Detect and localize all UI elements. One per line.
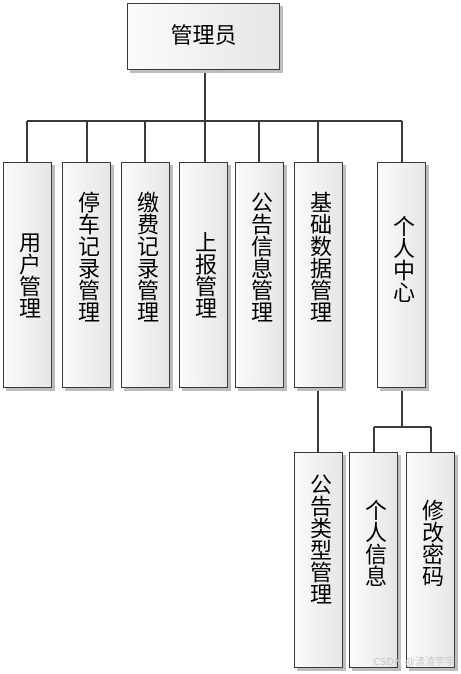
node-label: 用户管理 [15, 231, 40, 319]
node-notice-info-management: 公告信息管理 [235, 162, 284, 388]
node-basic-data-management: 基础数据管理 [294, 162, 343, 388]
root-node-admin: 管理员 [127, 3, 280, 70]
node-report-management: 上报管理 [179, 162, 228, 388]
root-node-label: 管理员 [170, 24, 237, 49]
node-label: 个人信息 [361, 499, 386, 587]
node-payment-record-management: 缴费记录管理 [121, 162, 170, 388]
node-label: 修改密码 [418, 499, 443, 587]
node-label: 缴费记录管理 [133, 191, 158, 323]
node-label: 上报管理 [191, 231, 216, 319]
node-personal-center: 个人中心 [377, 162, 426, 388]
node-personal-info: 个人信息 [349, 452, 398, 668]
node-label: 停车记录管理 [74, 191, 99, 323]
node-label: 公告信息管理 [247, 191, 272, 323]
node-user-management: 用户管理 [3, 162, 52, 388]
node-label: 公告类型管理 [306, 473, 331, 605]
watermark: CSDN @渣渣宇宇 [373, 657, 455, 668]
node-label: 基础数据管理 [306, 191, 331, 323]
node-change-password: 修改密码 [406, 452, 455, 668]
node-parking-record-management: 停车记录管理 [62, 162, 111, 388]
node-label: 个人中心 [389, 215, 414, 303]
node-notice-type-management: 公告类型管理 [294, 452, 343, 668]
